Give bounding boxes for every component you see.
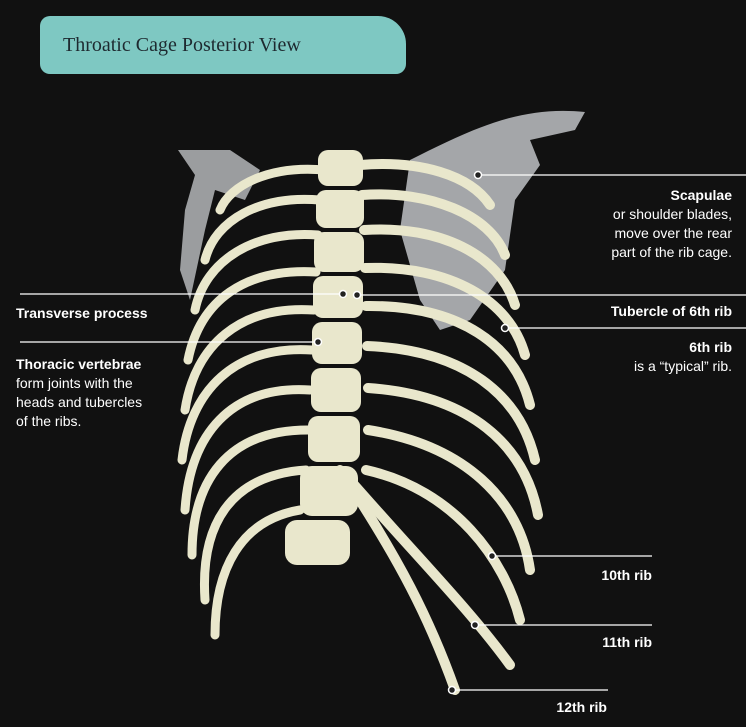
rib-12-label: 12th rib (556, 698, 607, 717)
title-banner: Throatic Cage Posterior View (40, 16, 406, 74)
scapulae-line-3: part of the rib cage. (611, 244, 732, 260)
sixth-rib-line-1: is a “typical” rib. (633, 358, 732, 374)
tubercle-6th-rib-label: Tubercle of 6th rib (611, 302, 732, 321)
thoracic-vertebrae-heading: Thoracic vertebrae (16, 356, 142, 372)
left-ribs (177, 164, 330, 640)
diagram-title: Throatic Cage Posterior View (63, 34, 301, 56)
thoracic-vertebrae-line-2: heads and tubercles (16, 394, 143, 410)
rib-11-label: 11th rib (602, 633, 652, 652)
thoracic-spine (285, 150, 364, 565)
scapulae-heading: Scapulae (670, 187, 732, 203)
thoracic-vertebrae-label: Thoracic vertebrae form joints with the … (16, 355, 142, 431)
transverse-process-label: Transverse process (16, 304, 148, 323)
right-ribs (335, 159, 543, 695)
thoracic-vertebrae-line-1: form joints with the (16, 375, 133, 391)
leader-dots (313, 170, 510, 695)
thoracic-vertebrae-line-3: of the ribs. (16, 413, 82, 429)
sixth-rib-heading: 6th rib (689, 339, 732, 355)
scapulae-line-1: or shoulder blades, (612, 206, 732, 222)
rib-11-heading: 11th rib (602, 634, 652, 650)
scapulae-label: Scapulae or shoulder blades, move over t… (611, 186, 732, 262)
right-scapula (400, 110, 585, 330)
sixth-rib-label: 6th rib is a “typical” rib. (634, 338, 732, 376)
tubercle-6th-rib-heading: Tubercle of 6th rib (610, 303, 732, 319)
scapulae-line-2: move over the rear (614, 225, 733, 241)
transverse-process-heading: Transverse process (16, 305, 148, 321)
rib-10-heading: 10th rib (601, 567, 652, 583)
rib-12-heading: 12th rib (556, 699, 607, 715)
leader-lines (20, 174, 746, 691)
rib-10-label: 10th rib (601, 566, 652, 585)
